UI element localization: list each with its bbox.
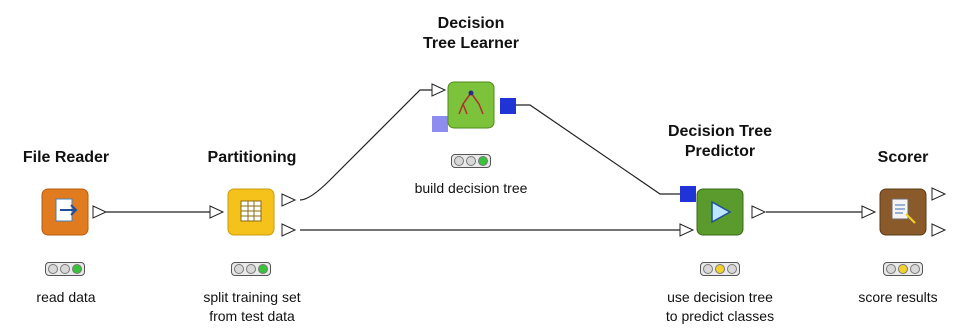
status-led-yellow — [466, 156, 476, 166]
status-led-green — [727, 264, 737, 274]
node-title-decision-tree-predictor: Decision Tree Predictor — [667, 123, 773, 160]
node-partitioning[interactable] — [209, 188, 297, 237]
node-title-decision-tree-learner: Decision Tree Learner — [422, 15, 520, 52]
output-port — [281, 223, 297, 237]
node-title-scorer: Scorer — [877, 149, 929, 166]
node-description-partitioning[interactable]: split training set from test data — [203, 289, 301, 324]
node-description-decision-tree-predictor[interactable]: use decision tree to predict classes — [665, 289, 775, 324]
node-file-reader[interactable] — [41, 188, 108, 236]
node-decision-tree-predictor[interactable] — [679, 186, 767, 237]
output-port — [931, 187, 947, 201]
status-led-yellow — [898, 264, 908, 274]
status-traffic-light — [883, 262, 923, 276]
input-port — [431, 83, 447, 97]
connection-partitioning-learner — [299, 89, 432, 201]
node-description-decision-tree-learner[interactable]: build decision tree — [414, 180, 528, 196]
status-led-yellow — [246, 264, 256, 274]
output-port — [931, 223, 947, 237]
status-led-red — [48, 264, 58, 274]
input-port — [209, 205, 225, 219]
node-description-file-reader[interactable]: read data — [36, 289, 96, 305]
status-led-green — [72, 264, 82, 274]
status-led-red — [886, 264, 896, 274]
node-scorer[interactable] — [861, 187, 947, 237]
status-traffic-light — [700, 262, 740, 276]
output-port — [92, 205, 108, 219]
status-led-green — [478, 156, 488, 166]
status-led-green — [258, 264, 268, 274]
node-decision-tree-learner[interactable] — [431, 81, 516, 132]
node-title-partitioning: Partitioning — [207, 149, 297, 166]
output-port — [281, 193, 297, 207]
input-port — [679, 223, 695, 237]
status-led-yellow — [60, 264, 70, 274]
output-port — [751, 205, 767, 219]
connection-learner-predictor — [515, 104, 680, 195]
status-led-green — [910, 264, 920, 274]
status-led-red — [234, 264, 244, 274]
status-led-yellow — [715, 264, 725, 274]
status-traffic-light — [231, 262, 271, 276]
status-led-red — [454, 156, 464, 166]
input-port — [861, 205, 877, 219]
node-title-file-reader: File Reader — [22, 149, 110, 166]
status-traffic-light — [451, 154, 491, 168]
status-traffic-light — [45, 262, 85, 276]
node-description-scorer[interactable]: score results — [858, 289, 938, 305]
status-led-red — [703, 264, 713, 274]
